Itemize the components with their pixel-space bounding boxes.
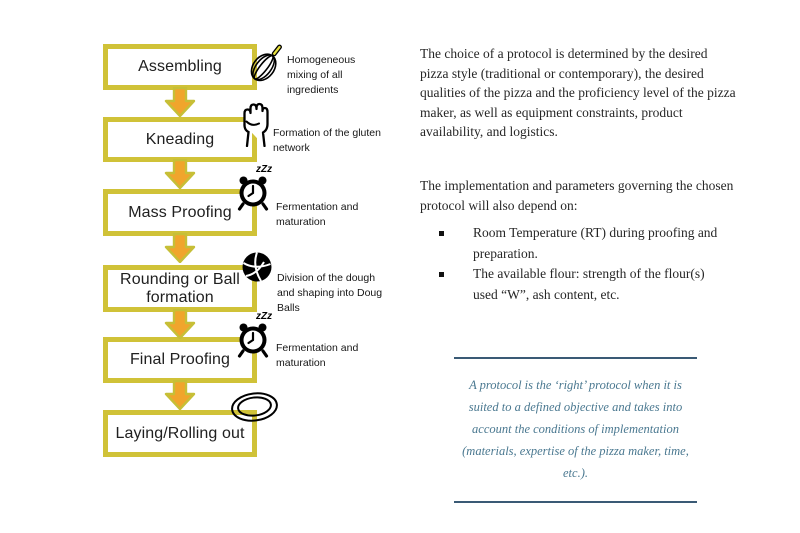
alarm-clock-icon: zZz xyxy=(237,311,272,358)
bullet-list: Room Temperature (RT) during proofing an… xyxy=(439,223,731,305)
flow-box-kneading: Kneading xyxy=(103,117,257,162)
flow-box-label: Mass Proofing xyxy=(128,203,232,221)
step-description: Homogeneous mixing of all ingredients xyxy=(287,54,356,96)
step-description: Division of the dough and shaping into D… xyxy=(277,272,383,314)
down-arrow-icon xyxy=(164,87,196,117)
flow-box-label: Rounding or Ball formation xyxy=(120,270,240,306)
list-item: Room Temperature (RT) during proofing an… xyxy=(439,223,731,264)
step-description: Fermentation and maturation xyxy=(276,342,359,369)
down-arrow-icon xyxy=(164,159,196,189)
svg-text:zZz: zZz xyxy=(255,311,272,322)
flow-box-rounding: Rounding or Ball formation xyxy=(103,265,257,312)
flow-box-label: Laying/Rolling out xyxy=(115,424,245,442)
rolled-dough-icon xyxy=(231,392,278,422)
volleyball-icon xyxy=(242,252,272,282)
bullet-text: Room Temperature (RT) during proofing an… xyxy=(473,225,718,261)
body-paragraph-protocol-choice: The choice of a protocol is determined b… xyxy=(420,46,736,139)
square-bullet-icon xyxy=(439,272,444,277)
flow-box-final-proofing: Final Proofing xyxy=(103,337,257,383)
whisk-icon xyxy=(250,44,282,82)
list-item: The available flour: strength of the flo… xyxy=(439,264,731,305)
down-arrow-icon xyxy=(164,380,196,410)
down-arrow-icon xyxy=(164,309,196,339)
body-paragraph-implementation: The implementation and parameters govern… xyxy=(420,178,734,213)
fist-icon xyxy=(243,102,269,147)
step-description: Fermentation and maturation xyxy=(276,201,359,228)
flow-box-label: Assembling xyxy=(138,58,222,76)
step-description: Formation of the gluten network xyxy=(273,127,381,154)
square-bullet-icon xyxy=(439,231,444,236)
flow-box-laying-out: Laying/Rolling out xyxy=(103,410,257,457)
pull-quote: A protocol is the ‘right’ protocol when … xyxy=(454,357,697,503)
alarm-clock-icon: zZz xyxy=(237,164,272,211)
flow-box-mass-proofing: Mass Proofing xyxy=(103,189,257,236)
flow-box-label: Kneading xyxy=(145,130,215,148)
down-arrow-icon xyxy=(164,233,196,263)
flow-box-assembling: Assembling xyxy=(103,44,257,90)
svg-text:zZz: zZz xyxy=(255,164,272,175)
flow-box-label: Final Proofing xyxy=(129,351,231,369)
bullet-text: The available flour: strength of the flo… xyxy=(473,266,705,302)
